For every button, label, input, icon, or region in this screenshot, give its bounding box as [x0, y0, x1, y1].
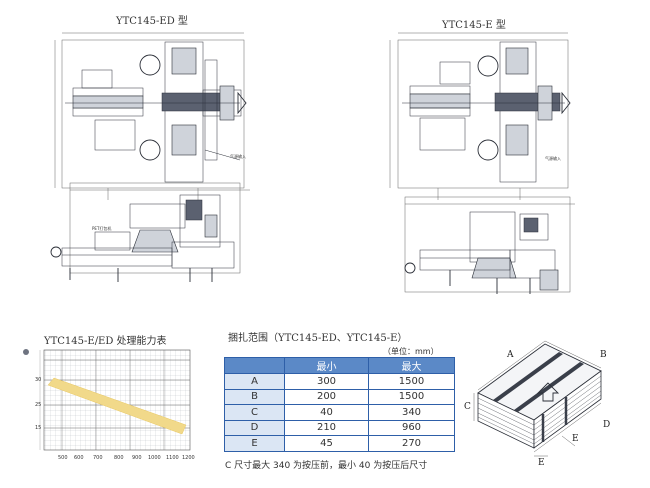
row-key: E — [224, 435, 285, 452]
dimension-label-a: A — [507, 350, 514, 360]
x-tick: 600 — [74, 455, 84, 461]
x-tick: 1200 — [182, 455, 195, 461]
dimension-label-c: C — [464, 402, 471, 412]
x-tick: 900 — [132, 455, 142, 461]
row-key: C — [224, 404, 285, 421]
x-tick: 1000 — [148, 455, 161, 461]
dimension-label-e: E — [538, 458, 545, 468]
y-tick: 25 — [35, 402, 42, 408]
svg-text:气源输入: 气源输入 — [230, 153, 246, 159]
range-table: 最小 最大 A 300 1500 B 200 1500 C 40 340 D 2… — [224, 357, 455, 452]
y-tick: 30 — [35, 377, 42, 383]
x-tick: 700 — [93, 455, 103, 461]
header-cell: 最大 — [368, 357, 455, 374]
dimension-label-e: E — [572, 434, 579, 444]
range-table-title: 捆扎范围（YTC145-ED、YTC145-E） — [228, 333, 408, 344]
row-max: 270 — [368, 435, 455, 452]
y-tick: 15 — [35, 425, 42, 431]
header-cell: 最小 — [284, 357, 369, 374]
capacity-band — [47, 377, 187, 435]
right-drawing-title: YTC145-E 型 — [442, 20, 506, 31]
svg-text:气源输入: 气源输入 — [545, 155, 561, 161]
range-table-unit: （单位：mm） — [383, 347, 439, 356]
x-tick: 1100 — [166, 455, 179, 461]
table-row: A 300 1500 — [224, 373, 455, 390]
range-table-note: C 尺寸最大 340 为按压前，最小 40 为按压后尺寸 — [225, 461, 428, 471]
x-tick: 800 — [114, 455, 124, 461]
row-key: B — [224, 388, 285, 405]
table-header-row: 最小 最大 — [224, 357, 455, 374]
capacity-chart-title: YTC145-E/ED 处理能力表 — [44, 336, 167, 347]
x-tick: 500 — [58, 455, 68, 461]
dimension-label-b: B — [600, 350, 607, 360]
svg-text:PET打包机: PET打包机 — [92, 225, 111, 231]
dimension-label-d: D — [603, 420, 611, 430]
table-row: E 45 270 — [224, 435, 455, 452]
left-drawing-title: YTC145-ED 型 — [116, 16, 188, 27]
